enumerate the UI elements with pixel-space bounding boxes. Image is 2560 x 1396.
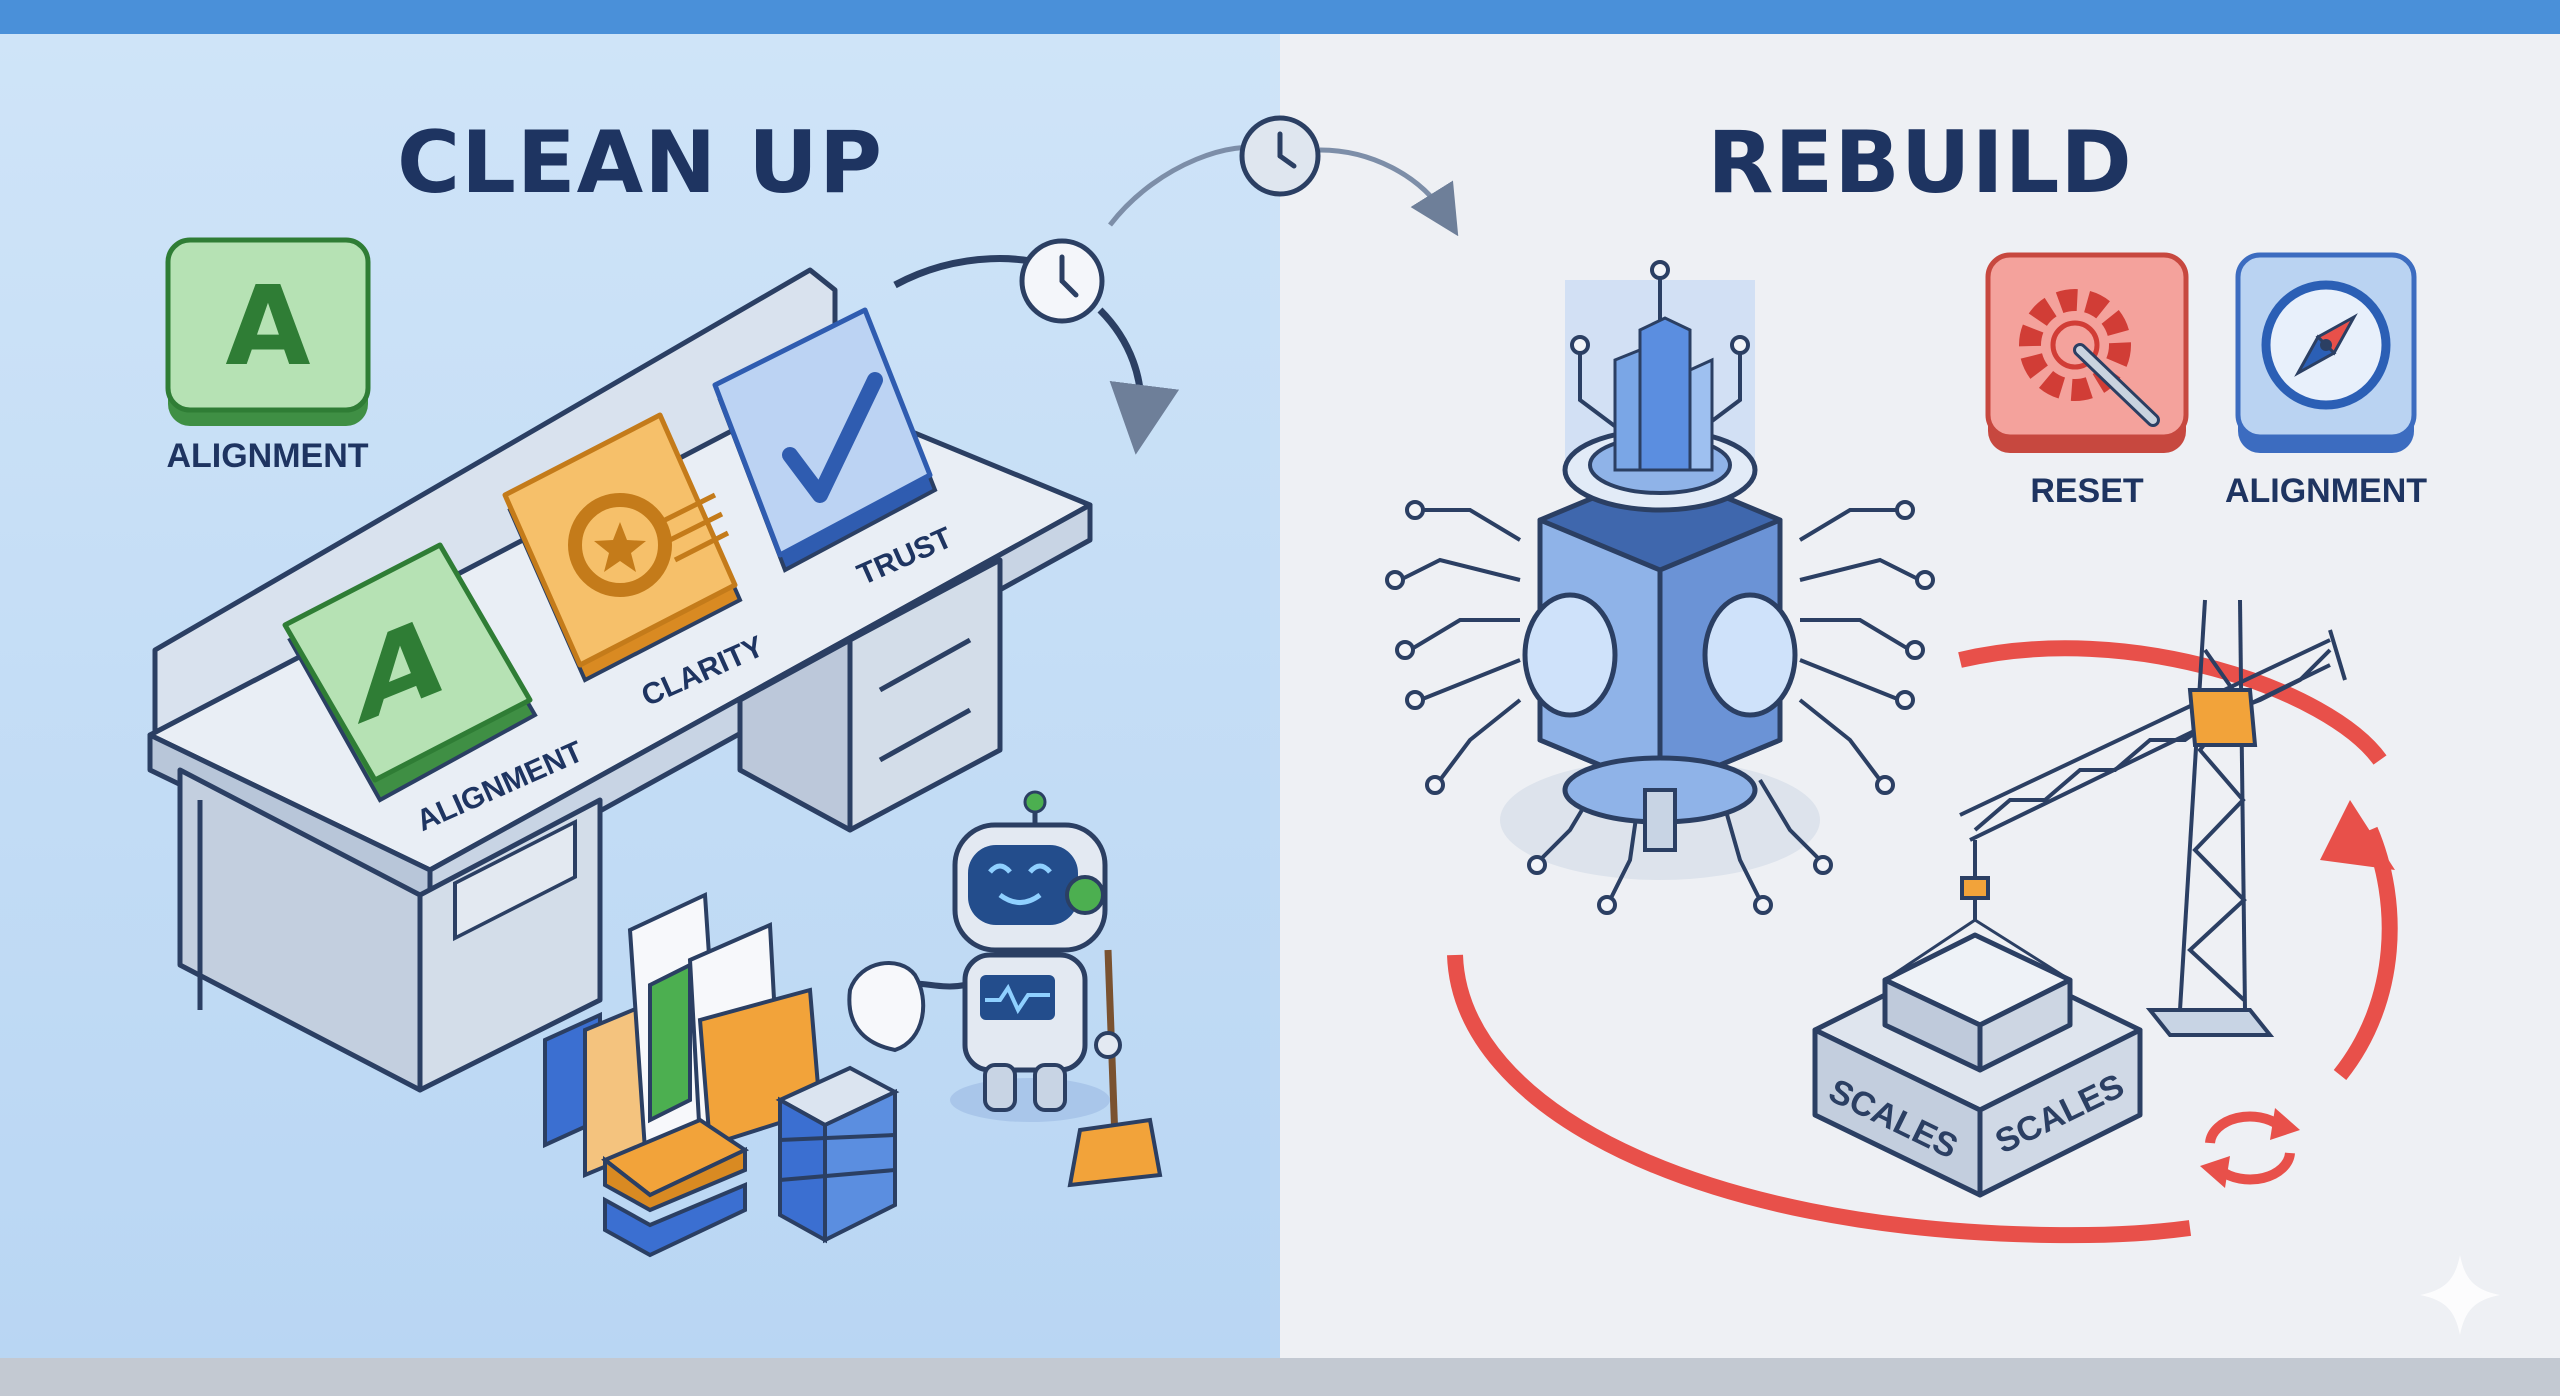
alignment-badge-icon xyxy=(165,237,371,426)
clean-up-title: CLEAN UP xyxy=(397,113,883,213)
reset-label: RESET xyxy=(2030,472,2144,510)
document-stack xyxy=(601,1117,750,1258)
alignment-compass-tile xyxy=(2235,252,2417,453)
scales-block xyxy=(1812,918,2143,1198)
sparkle-icon xyxy=(2420,1255,2500,1335)
clarity-tile xyxy=(502,412,743,683)
rebuild-title: REBUILD xyxy=(1707,113,2133,213)
trust-tile xyxy=(712,307,938,573)
top-accent-bar xyxy=(0,0,2560,34)
alignment-icon-label: ALIGNMENT xyxy=(166,437,369,475)
construction-crane xyxy=(1959,599,2347,1037)
server-stack xyxy=(775,1065,900,1244)
badge-letter: A xyxy=(225,262,311,390)
cleaning-robot xyxy=(847,790,1163,1188)
gear-wrench-icon xyxy=(2019,289,2160,427)
clock-icon xyxy=(1019,238,1105,324)
bottom-bar xyxy=(0,1358,2560,1396)
clock-icon xyxy=(1239,115,1321,197)
alignment-label: ALIGNMENT xyxy=(2224,472,2428,510)
rebuild-cycle-arrow xyxy=(1447,640,2398,1244)
alignment-tile xyxy=(282,542,538,803)
refresh-icon xyxy=(2200,1108,2300,1188)
compass-icon xyxy=(2261,280,2391,410)
reset-icon-tile xyxy=(1985,252,2189,453)
core-tower xyxy=(1385,260,1935,915)
